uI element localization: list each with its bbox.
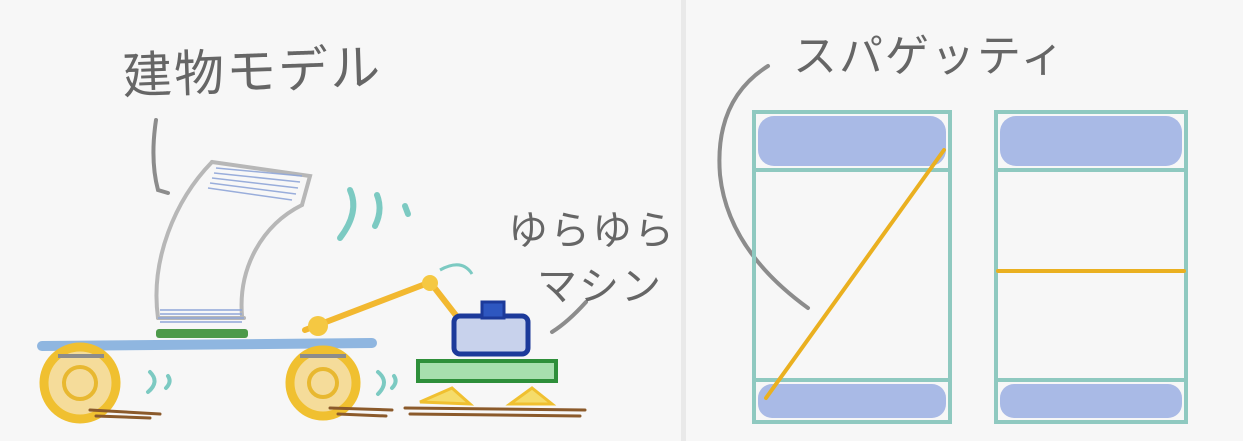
shaking-machine-sketch: 建物モデル ゆらゆら マシン: [0, 0, 681, 441]
spaghetti-strand-diagonal: [764, 148, 946, 400]
frame-left: [752, 110, 952, 424]
spaghetti-label: スパゲッティ: [793, 31, 1067, 82]
shaking-label-line2: マシン: [537, 264, 663, 310]
spaghetti-pointer-line: [717, 64, 810, 310]
ground-lines: [88, 406, 587, 420]
vibration-marks-top: [337, 187, 411, 241]
building-floor-hatch: [158, 309, 244, 323]
building-pointer-line: [151, 118, 170, 195]
spaghetti-drawing: [717, 64, 1188, 424]
machine-base: [416, 359, 558, 383]
frame-right: [994, 110, 1188, 424]
machine-feet: [419, 386, 557, 406]
vibration-marks-bottom: [146, 370, 398, 396]
bottom-block-left: [758, 384, 946, 418]
building-model-label: 建物モデル: [121, 38, 384, 106]
shaking-label-line1: ゆらゆら: [508, 208, 676, 254]
machine-motor-top: [480, 300, 506, 320]
blue-platform: [37, 338, 377, 351]
arm-motion-mark: [439, 263, 474, 275]
top-block-left: [758, 116, 946, 166]
building-roof-hatch: [207, 167, 303, 201]
bottom-block-right: [1000, 384, 1182, 418]
shaking-machine-drawing: [37, 118, 588, 424]
top-block-right: [1000, 116, 1182, 166]
wheel-left: [39, 342, 121, 424]
machine-pointer-line: [550, 300, 588, 334]
building-base-green: [156, 329, 248, 338]
wheel-right: [285, 345, 361, 421]
machine-motor: [451, 313, 531, 357]
spaghetti-sketch: スパゲッティ: [686, 0, 1243, 441]
